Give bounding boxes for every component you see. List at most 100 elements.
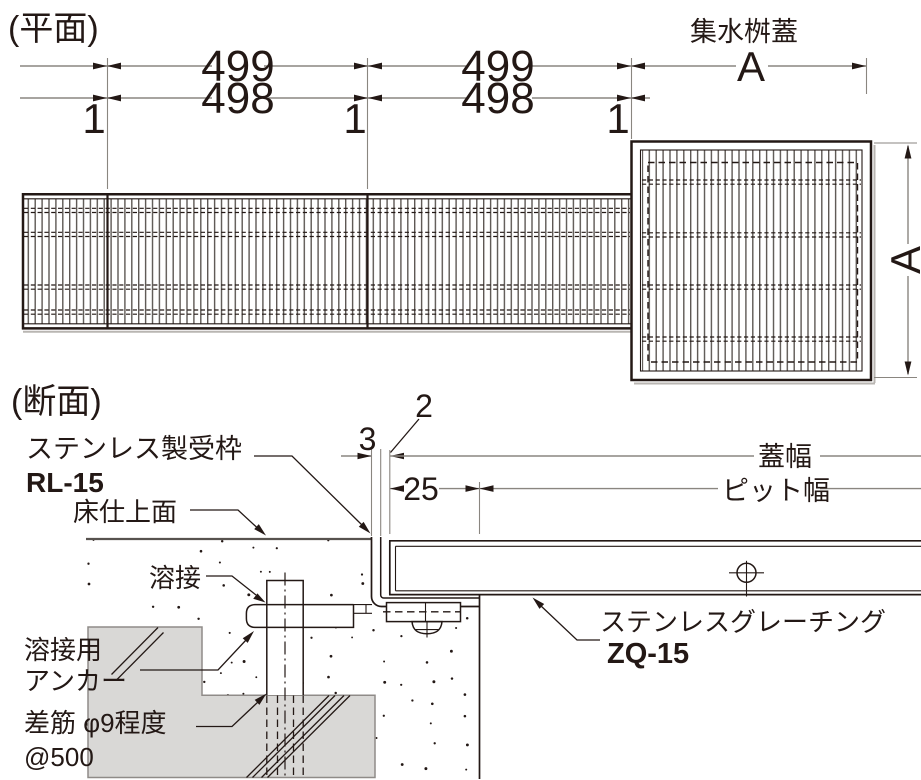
pit-width-label: ピット幅 [722, 476, 830, 506]
stipple-dot [432, 680, 436, 684]
existing-concrete-block [87, 626, 376, 779]
plan-title: (平面) [8, 10, 99, 48]
stipple-dot [383, 660, 386, 663]
stipple-dot [360, 573, 364, 576]
cover-width-label: 蓋幅 [758, 442, 812, 472]
stipple-dot [465, 743, 469, 747]
stipple-dot [177, 605, 181, 609]
strip-bearing-bars [24, 199, 630, 324]
stipple-dot [329, 654, 333, 658]
hidden-anchor-lines [266, 695, 304, 778]
stipple-dot [203, 680, 206, 684]
stipple-dot [351, 636, 354, 639]
stipple-dot [411, 699, 414, 702]
pit-cover [630, 140, 876, 385]
cover-bearing-bars [642, 150, 861, 371]
weld-label: 溶接 [149, 563, 201, 593]
grating-section [388, 539, 921, 597]
stipple-dot [400, 683, 403, 686]
dim-A-horizontal: A [737, 43, 765, 90]
stipple-dot [383, 680, 387, 684]
plan-dim-bottom: 498 498 1 1 1 [20, 74, 650, 142]
plan-dim-vertical-A: A [874, 142, 921, 379]
stipple-dot [400, 634, 403, 638]
weld-anchor-label-1: 溶接用 [24, 635, 102, 665]
section-labels: ステンレス製受枠 RL-15 床仕上面 溶接 溶接用 アンカー 差筋 φ9程度 … [24, 434, 886, 772]
stipple-dot [465, 616, 469, 620]
stipple-dot [259, 570, 262, 573]
dim-498-2: 498 [461, 74, 534, 123]
stipple-dot [334, 691, 337, 695]
stipple-dot [151, 605, 155, 609]
stipple-dot [330, 593, 333, 597]
grating-body [389, 540, 921, 596]
stipple-dot [463, 714, 467, 718]
stipple-dot [424, 767, 428, 771]
dim-499-2: 499 [461, 42, 534, 91]
stipple-dot [222, 584, 225, 587]
receiving-frame [370, 537, 480, 608]
stipple-dot [87, 582, 91, 586]
joint-gap-2: 1 [343, 95, 366, 142]
floor-label: 床仕上面 [73, 497, 177, 527]
strip-grating [21, 192, 632, 333]
stipple-dot [228, 631, 231, 634]
section-dimensions: 3 2 蓋幅 25 ピット幅 [341, 388, 921, 536]
section-leaders [140, 455, 600, 728]
stipple-dot [372, 629, 375, 632]
hidden-pit-outline [647, 161, 859, 363]
cover-inner-frame [639, 149, 863, 372]
dim-25: 25 [403, 471, 439, 507]
stipple-dot [430, 702, 434, 706]
anchor-plate-outline [245, 603, 355, 629]
rebar-label-1: 差筋 φ9程度 [24, 708, 167, 738]
dim-498-1: 498 [201, 74, 274, 123]
pit-cover-label: 集水桝蓋 [690, 17, 798, 47]
cover-outer-frame [630, 140, 873, 382]
dim-2: 2 [415, 388, 433, 424]
stipple-dot [382, 714, 385, 717]
stipple-dot [455, 626, 458, 630]
dim-2-leader [390, 418, 420, 453]
rebar-label-2: @500 [24, 742, 94, 772]
section-view: (断面) [11, 383, 921, 779]
stipple-dot [463, 693, 467, 696]
stipple-dot [310, 636, 313, 639]
dim-499-1: 499 [201, 42, 274, 91]
stipple-dot [197, 617, 200, 621]
stipple-dot [449, 649, 453, 653]
stipple-dot [425, 661, 429, 664]
weld-connector [353, 604, 372, 614]
joint-gap-1: 1 [82, 95, 105, 142]
stipple-dot [465, 768, 468, 771]
joint-gap-3: 1 [606, 95, 629, 142]
bolt-hole-symbol [729, 560, 764, 597]
stipple-dot [268, 570, 271, 573]
stipple-dot [255, 676, 258, 679]
stipple-dot [450, 677, 454, 680]
dim-A-vertical: A [882, 246, 921, 274]
stipple-dot [218, 561, 221, 564]
grating-model: ZQ-15 [607, 638, 689, 670]
grating-label: ステンレスグレーチング [600, 607, 886, 637]
plan-dim-top: 499 499 A [20, 42, 866, 91]
stipple-dot [429, 722, 432, 725]
stipple-dot [400, 763, 404, 766]
anchor-assembly [245, 579, 373, 695]
strip-tie-bars [24, 207, 630, 315]
stipple-dot [433, 742, 436, 745]
frame-model: RL-15 [26, 467, 104, 498]
stipple-dot [220, 540, 224, 543]
stipple-dot [275, 547, 278, 550]
plan-view: (平面) 集水桝蓋 499 499 A [8, 10, 921, 385]
section-title: (断面) [11, 383, 102, 421]
stipple-dot [361, 582, 365, 585]
weld-anchor-label-2: アンカー [24, 666, 127, 696]
stipple-dot [199, 549, 203, 553]
stipple-dot [230, 661, 233, 664]
stipple-dot [327, 675, 330, 679]
stipple-dot [375, 737, 378, 739]
dim-3: 3 [359, 421, 377, 457]
